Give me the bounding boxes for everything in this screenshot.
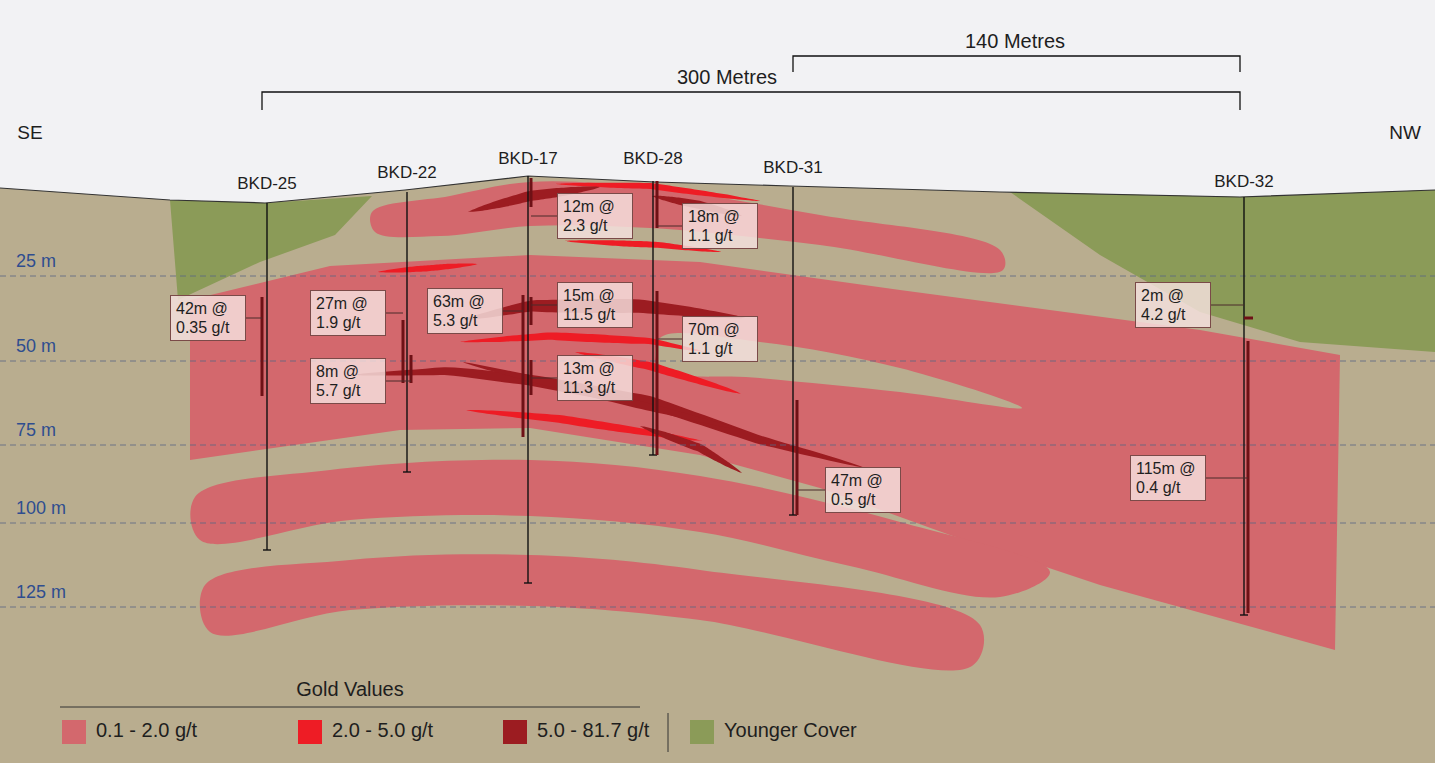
legend-text: Younger Cover bbox=[724, 719, 857, 742]
leader-line bbox=[1206, 478, 1248, 479]
direction-label: SE bbox=[17, 122, 42, 144]
leader-line bbox=[1211, 305, 1244, 306]
leader-line bbox=[657, 339, 682, 340]
intercept-marker bbox=[410, 355, 413, 383]
intercept-box: 18m @ 1.1 g/t bbox=[682, 203, 758, 249]
intercept-text: 18m @ 1.1 g/t bbox=[688, 207, 752, 245]
intercept-text: 42m @ 0.35 g/t bbox=[176, 299, 240, 337]
intercept-marker bbox=[530, 178, 533, 207]
hole-name: BKD-31 bbox=[763, 158, 823, 178]
drill-hole bbox=[792, 187, 793, 515]
leader-line bbox=[386, 313, 403, 314]
hole-end-tick bbox=[524, 582, 532, 583]
drill-hole bbox=[266, 203, 267, 550]
hole-end-tick bbox=[403, 471, 411, 472]
intercept-box: 115m @ 0.4 g/t bbox=[1130, 455, 1206, 501]
direction-label: NW bbox=[1389, 122, 1421, 144]
intercept-marker bbox=[261, 297, 264, 396]
hole-name: BKD-28 bbox=[623, 149, 683, 169]
legend-swatch bbox=[690, 720, 714, 744]
leader-line bbox=[503, 311, 523, 312]
intercept-box: 2m @ 4.2 g/t bbox=[1135, 282, 1211, 328]
intercept-text: 47m @ 0.5 g/t bbox=[831, 471, 895, 509]
drill-hole bbox=[652, 181, 653, 455]
grade-lens bbox=[460, 332, 705, 352]
grade-lens bbox=[378, 264, 478, 273]
intercept-text: 2m @ 4.2 g/t bbox=[1141, 286, 1205, 324]
scale-bracket bbox=[262, 92, 1240, 110]
scale-label: 300 Metres bbox=[677, 66, 777, 89]
scale-label: 140 Metres bbox=[965, 30, 1065, 53]
legend-divider bbox=[668, 713, 669, 752]
leader-line bbox=[797, 490, 825, 491]
grade-lens bbox=[640, 426, 742, 473]
depth-line bbox=[0, 523, 1435, 524]
legend-text: 0.1 - 2.0 g/t bbox=[96, 719, 197, 742]
hole-name: BKD-17 bbox=[498, 149, 558, 169]
leader-line bbox=[657, 226, 682, 227]
leader-line bbox=[386, 381, 411, 382]
leader-line bbox=[531, 305, 557, 306]
legend-text: 2.0 - 5.0 g/t bbox=[332, 719, 433, 742]
intercept-marker bbox=[656, 181, 659, 228]
legend-swatch bbox=[503, 720, 527, 744]
drill-hole bbox=[406, 192, 407, 472]
intercept-box: 63m @ 5.3 g/t bbox=[427, 288, 503, 334]
intercept-text: 63m @ 5.3 g/t bbox=[433, 292, 497, 330]
legend-text: 5.0 - 81.7 g/t bbox=[537, 719, 649, 742]
ground bbox=[0, 176, 1435, 763]
intercept-box: 8m @ 5.7 g/t bbox=[310, 358, 386, 404]
intercept-marker bbox=[402, 320, 405, 383]
legend-rule bbox=[60, 707, 640, 708]
drill-hole bbox=[1243, 197, 1244, 615]
intercept-marker bbox=[796, 400, 799, 515]
hole-end-tick bbox=[1240, 614, 1248, 615]
intercept-text: 12m @ 2.3 g/t bbox=[563, 197, 627, 235]
intercept-text: 13m @ 11.3 g/t bbox=[563, 359, 627, 397]
intercept-text: 8m @ 5.7 g/t bbox=[316, 362, 380, 400]
depth-line bbox=[0, 445, 1435, 446]
depth-line bbox=[0, 607, 1435, 608]
intercept-box: 42m @ 0.35 g/t bbox=[170, 295, 246, 341]
hole-name: BKD-25 bbox=[237, 174, 297, 194]
intercept-text: 15m @ 11.5 g/t bbox=[563, 286, 627, 324]
intercept-box: 47m @ 0.5 g/t bbox=[825, 467, 901, 513]
depth-label: 125 m bbox=[16, 582, 66, 603]
hole-name: BKD-22 bbox=[377, 163, 437, 183]
intercept-marker bbox=[656, 291, 659, 455]
legend-swatch bbox=[298, 720, 322, 744]
leader-line bbox=[531, 216, 557, 217]
intercept-box: 27m @ 1.9 g/t bbox=[310, 290, 386, 336]
legend-swatch bbox=[62, 720, 86, 744]
grade-band bbox=[200, 554, 984, 670]
intercept-marker bbox=[1247, 341, 1250, 613]
leader-line bbox=[531, 378, 557, 379]
depth-label: 75 m bbox=[16, 420, 56, 441]
drill-hole bbox=[527, 176, 528, 583]
intercept-marker bbox=[1244, 317, 1253, 320]
intercept-text: 27m @ 1.9 g/t bbox=[316, 294, 380, 332]
scale-bracket bbox=[793, 56, 1240, 72]
intercept-box: 12m @ 2.3 g/t bbox=[557, 193, 633, 239]
depth-line bbox=[0, 276, 1435, 277]
hole-end-tick bbox=[263, 549, 271, 550]
intercept-marker bbox=[522, 295, 525, 437]
intercept-text: 115m @ 0.4 g/t bbox=[1136, 459, 1200, 497]
intercept-marker bbox=[530, 297, 533, 325]
leader-line bbox=[246, 318, 262, 319]
legend-heading: Gold Values bbox=[296, 678, 403, 701]
intercept-text: 70m @ 1.1 g/t bbox=[688, 320, 752, 358]
hole-name: BKD-32 bbox=[1214, 172, 1274, 192]
intercept-box: 15m @ 11.5 g/t bbox=[557, 282, 633, 328]
intercept-box: 13m @ 11.3 g/t bbox=[557, 355, 633, 401]
depth-label: 25 m bbox=[16, 251, 56, 272]
depth-label: 50 m bbox=[16, 336, 56, 357]
intercept-box: 70m @ 1.1 g/t bbox=[682, 316, 758, 362]
depth-label: 100 m bbox=[16, 498, 66, 519]
